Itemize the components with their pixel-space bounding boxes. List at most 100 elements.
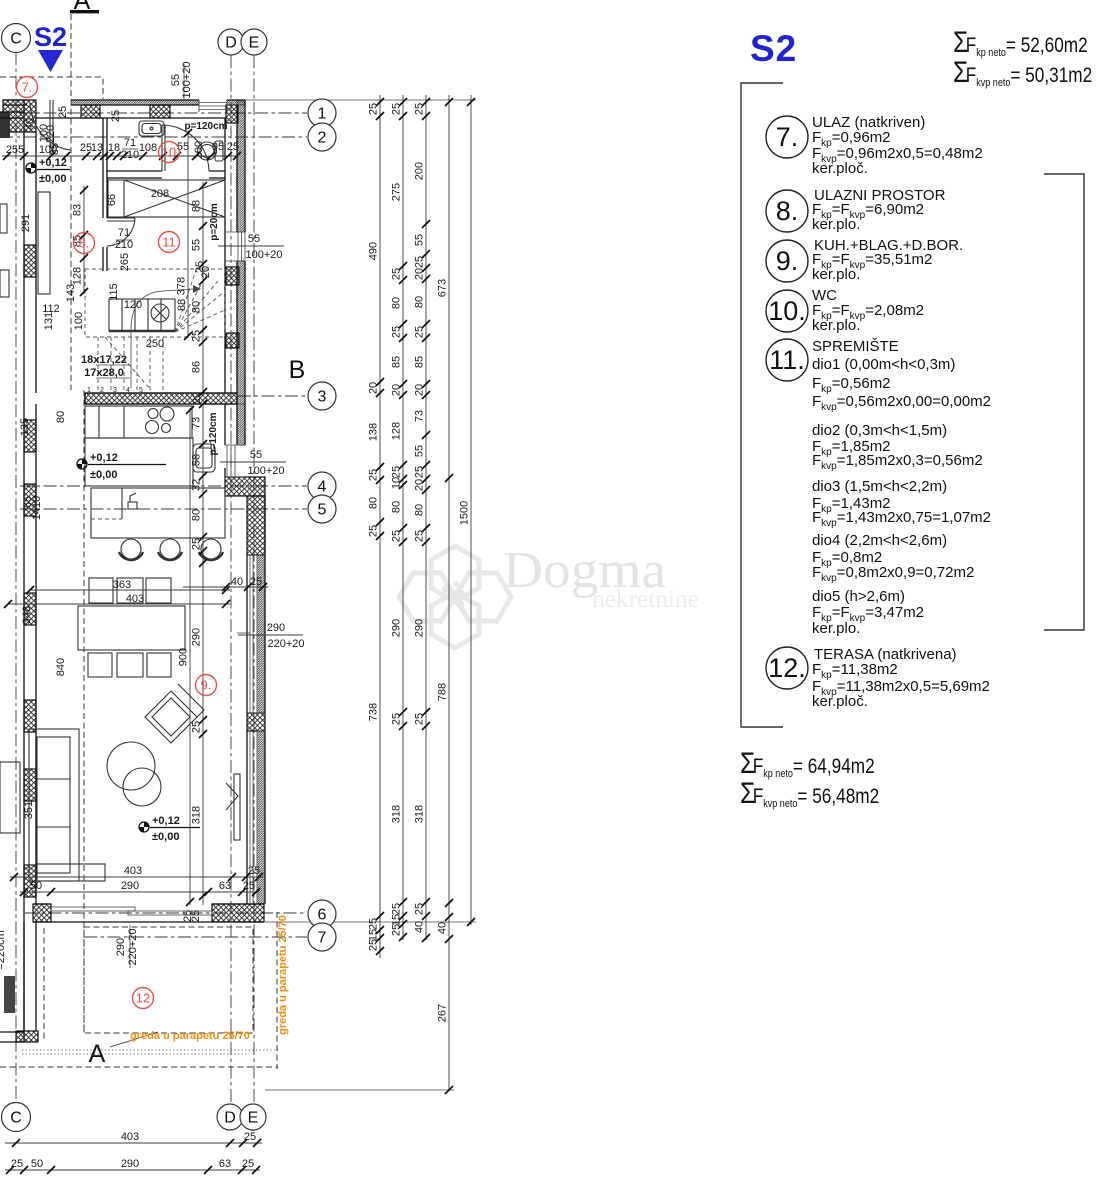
dimension-label: 20 xyxy=(414,479,426,491)
dimension-row-part xyxy=(25,585,35,595)
dimension-label: 363 xyxy=(113,579,131,591)
grid-bubble-6-part: 6 xyxy=(318,907,327,924)
dimension-label: 85 xyxy=(414,356,426,368)
room-marker-11-part xyxy=(157,230,181,254)
dimension-chain-part xyxy=(79,287,89,297)
room-marker-11-part: 11 xyxy=(162,235,176,250)
dimension-chain-part xyxy=(398,897,408,907)
coffee-tables-part xyxy=(106,741,156,791)
dimension-chain-part xyxy=(375,388,385,398)
orange-annotation: greda u parapetu 25/70 xyxy=(130,1030,250,1042)
room-marker-12: 12 xyxy=(131,986,155,1010)
dimension-label: 100+20 xyxy=(181,61,193,98)
level-mark xyxy=(138,821,200,833)
grid-bubble-C-part xyxy=(0,1101,32,1133)
dimension-label: 83 xyxy=(72,204,84,216)
legend-room-circle-7.-part: 7. xyxy=(776,122,799,152)
dimension-label: 291 xyxy=(20,214,32,232)
legend-room-circle-12.: 12. xyxy=(765,646,809,690)
dimension-chain-part xyxy=(421,430,431,440)
dimension-row-part xyxy=(237,887,247,897)
dimension-chain-part xyxy=(398,537,408,547)
dining-chairs-bottom xyxy=(87,652,172,678)
level-mark-part xyxy=(26,163,36,173)
dimension-chain-part xyxy=(421,111,431,121)
dimension-chain-part xyxy=(444,898,454,908)
grid-bubble-C-part: C xyxy=(10,1110,22,1127)
grid-bubble-C: C xyxy=(0,1101,32,1133)
dimension-row-part xyxy=(238,1138,248,1148)
dimension-label: 17x28,0 xyxy=(84,367,124,379)
legend-line: Fkvp=11,38m2x0,5=5,69m2 xyxy=(812,678,990,698)
storage-shelves-part xyxy=(123,179,226,218)
dimension-label: +0,12 xyxy=(90,452,118,464)
sofa xyxy=(28,728,106,882)
dimension-label: 20 xyxy=(414,384,426,396)
dimension-chain-part xyxy=(198,715,208,725)
dimension-chain-part xyxy=(398,474,408,484)
dining-chairs-top-part xyxy=(88,577,114,604)
bar-stools xyxy=(117,538,225,562)
stairs-part xyxy=(108,298,176,333)
dimension-label: 290 xyxy=(391,619,403,637)
dimension-row xyxy=(9,872,264,882)
section-a-underline xyxy=(70,10,99,14)
dimension-label: 138 xyxy=(368,423,380,441)
legend-room-circle-12.-part xyxy=(765,646,809,690)
kitchen-sink-part xyxy=(195,447,213,469)
dimension-label: 3 xyxy=(113,387,117,394)
dimension-row-part xyxy=(237,1165,247,1175)
dimension-label: 25 xyxy=(368,918,380,930)
orange-annotation: greda u parapetu 25/70 xyxy=(277,915,289,1035)
room-marker-10-part: 10 xyxy=(162,145,176,160)
dimension-label: 65 xyxy=(22,496,34,508)
dimension-label: 80 xyxy=(191,301,203,313)
legend-line: Fkp=Fkvp=3,47m2 xyxy=(812,604,925,624)
dimension-label: p=120cm xyxy=(208,412,219,455)
dimension-chain-part xyxy=(198,729,208,739)
dimension-chain-part xyxy=(398,460,408,470)
dimension-chain-part xyxy=(421,319,431,329)
dimension-chain-part xyxy=(444,97,454,107)
dimension-label: 20 xyxy=(191,392,203,404)
neighbour-unit-fragments-part xyxy=(0,269,10,298)
neighbour-unit-fragments-part xyxy=(4,976,15,1013)
dimension-label: 20 xyxy=(391,384,403,396)
dimension-label: 25 xyxy=(414,903,426,915)
dimension-label: 120 xyxy=(124,299,142,311)
dimension-label: 267 xyxy=(437,1004,449,1022)
armchair-part xyxy=(177,683,205,718)
dimension-label: 5 xyxy=(139,387,143,394)
window-top-wc xyxy=(198,100,228,112)
dimension-chain-part xyxy=(375,111,385,121)
dimension-chain-part xyxy=(198,546,208,556)
dimension-label: 25 xyxy=(244,1131,256,1143)
dimension-chain: 1500 xyxy=(459,95,476,927)
dimension-chain: 2520055252080258520735525208025290253182… xyxy=(414,95,431,943)
dimension-chains: 2549020138258025738251525252752580258520… xyxy=(2,95,476,1175)
dimension-label: 25 xyxy=(57,106,69,118)
dimension-chain-part xyxy=(375,946,385,956)
dimension-label: 25 xyxy=(110,110,122,122)
dimension-label: 25 xyxy=(11,1158,23,1170)
level-marks xyxy=(25,162,200,833)
dimension-row-part xyxy=(241,872,251,882)
dimension-label: 200 xyxy=(414,162,426,180)
dimension-row-part xyxy=(19,151,29,161)
watermark-logo-part-part xyxy=(396,570,458,624)
dimension-label: 220+20 xyxy=(267,638,304,650)
dimension-chain-part xyxy=(421,274,431,284)
dimension-row-part xyxy=(5,1165,15,1175)
dimension-row xyxy=(5,1165,261,1175)
dimension-label: 290 xyxy=(414,619,426,637)
dimension-chain-part xyxy=(198,259,208,269)
dimension-chain-part xyxy=(398,261,408,271)
dimension-label: 128 xyxy=(391,422,403,440)
grid-bubble-E: E xyxy=(239,1103,267,1131)
storage-shelves-part xyxy=(107,179,226,218)
dimension-label: 80 xyxy=(368,497,380,509)
